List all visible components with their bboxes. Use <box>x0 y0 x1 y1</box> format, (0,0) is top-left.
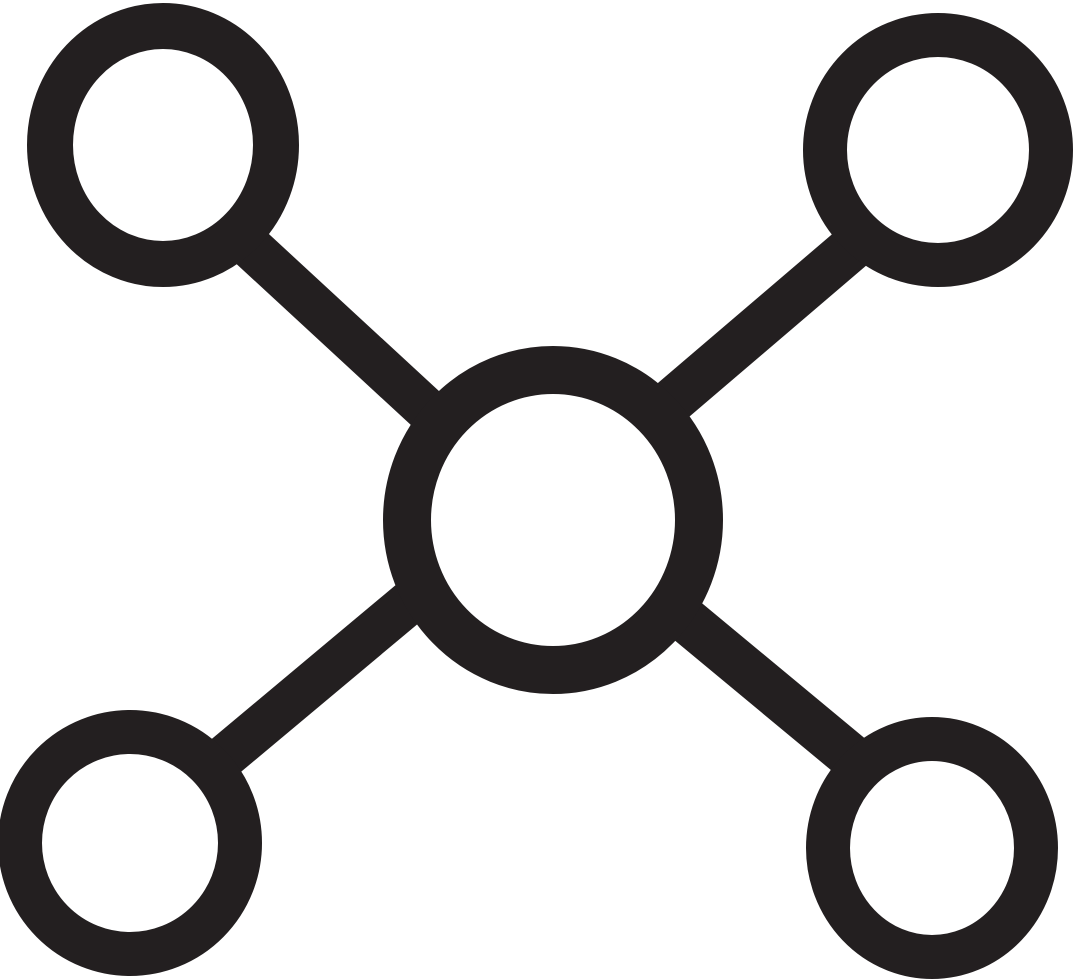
node-top-left <box>27 3 299 287</box>
node-center <box>383 346 723 694</box>
node-bottom-left <box>0 710 262 976</box>
node-bottom-right <box>806 717 1058 979</box>
node-top-right <box>803 13 1073 287</box>
